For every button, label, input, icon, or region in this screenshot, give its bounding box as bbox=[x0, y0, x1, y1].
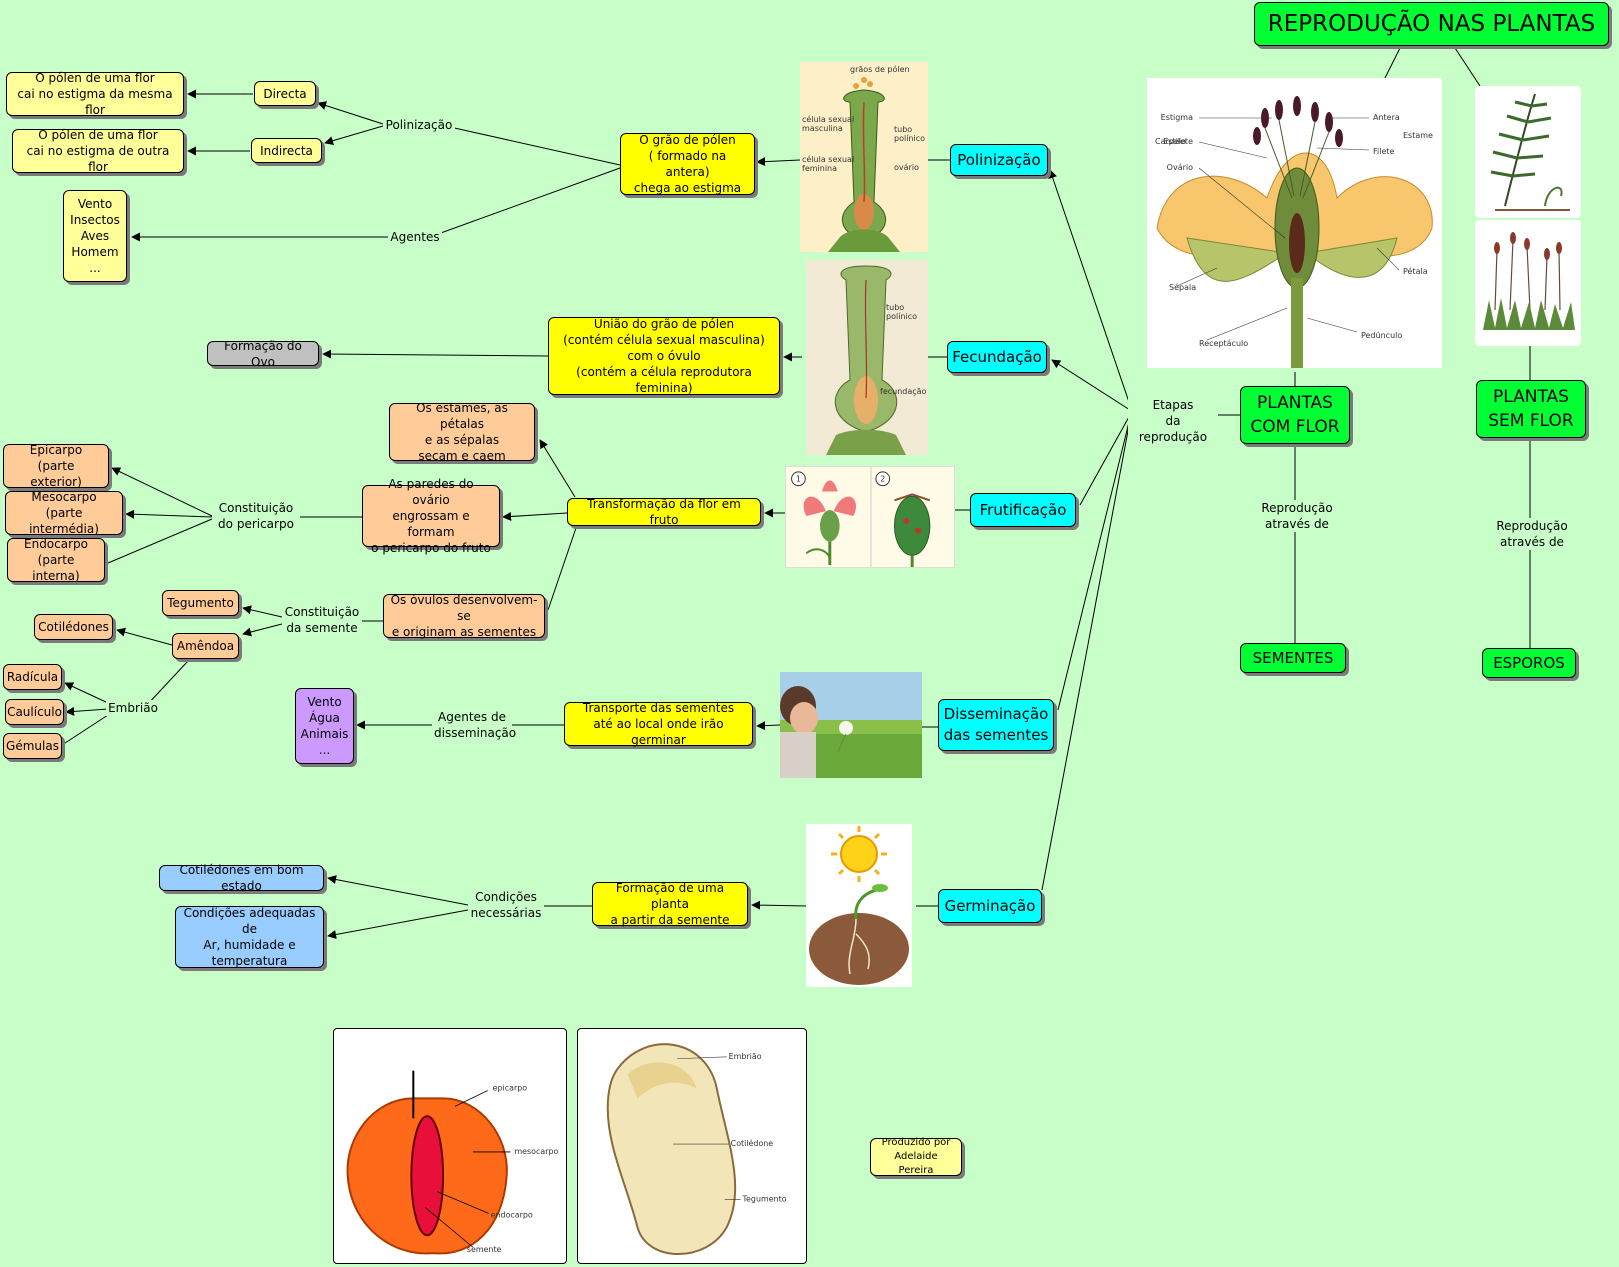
stage-frutificacao: Frutificação bbox=[970, 493, 1076, 527]
indirecta-node: Indirecta bbox=[251, 138, 322, 163]
stage-fecundacao: Fecundação bbox=[947, 341, 1047, 373]
embriao-label: Embrião bbox=[106, 700, 160, 716]
mesocarpo-node: Mesocarpo (parte intermédia) bbox=[5, 490, 123, 536]
flower-label-estigma: Estigma bbox=[1161, 113, 1193, 122]
reproducao-label-com-flor: Reprodução através de bbox=[1255, 500, 1339, 532]
flower-label-estilete: Estilete bbox=[1163, 137, 1193, 146]
caulículo-node: Caulículo bbox=[5, 699, 64, 725]
epicarpo-node: Epicarpo (parte exterior) bbox=[3, 443, 109, 489]
directa-desc: O pólen de uma flor cai no estigma da me… bbox=[6, 71, 184, 117]
cotiledones-node: Cotilédones bbox=[34, 614, 113, 640]
frut-number-one: 1 bbox=[796, 475, 801, 484]
fruit-section-image: epicarpo mesocarpo endocarpo semente bbox=[333, 1028, 567, 1264]
agentes-disseminacao-list: Vento Água Animais ... bbox=[295, 688, 354, 764]
frut-number-two: 2 bbox=[880, 475, 885, 484]
flower-label-sepala: Sépala bbox=[1169, 282, 1196, 292]
etapas-label: Etapas da reprodução bbox=[1128, 397, 1218, 445]
flower-label-filete: Filete bbox=[1373, 147, 1395, 156]
cotiledones-estado-node: Cotilédones em bom estado bbox=[159, 863, 324, 893]
gemulas-node: Gémulas bbox=[3, 733, 62, 759]
fern-image bbox=[1475, 86, 1581, 218]
ovulos-node: Os óvulos desenvolvem-se e originam as s… bbox=[383, 593, 545, 639]
seed-section-image: Embrião Cotilédone Tegumento bbox=[577, 1028, 807, 1264]
flower-label-petala: Pétala bbox=[1403, 266, 1428, 276]
secam-node: Os estames, as pétalas e as sépalas seca… bbox=[389, 401, 535, 463]
group-plantas-sem-flor: PLANTAS SEM FLOR bbox=[1476, 380, 1586, 438]
dandelion-child-photo bbox=[780, 672, 922, 778]
agentes-list: Vento Insectos Aves Homem ... bbox=[63, 190, 127, 282]
seed-label-tegumento: Tegumento bbox=[742, 1195, 787, 1204]
paredes-node: As paredes do ovário engrossam e formam … bbox=[362, 477, 500, 555]
flower-label-receptaculo: Receptáculo bbox=[1199, 339, 1248, 348]
amendoa-node: Amêndoa bbox=[172, 633, 239, 659]
semente-label: Constituição da semente bbox=[282, 604, 362, 636]
polinizacao-type-label: Polinização bbox=[383, 117, 455, 133]
fruit-label-endocarpo: endocarpo bbox=[491, 1210, 533, 1219]
condicoes-node: Condições adequadas de Ar, humidade e te… bbox=[175, 906, 324, 968]
fruit-label-mesocarpo: mesocarpo bbox=[514, 1147, 558, 1156]
sementes-node: SEMENTES bbox=[1240, 643, 1346, 673]
moss-image bbox=[1475, 220, 1581, 346]
pistil-label-graos: grãos de pólen bbox=[850, 64, 910, 74]
page-title: REPRODUÇÃO NAS PLANTAS bbox=[1254, 2, 1609, 46]
flower-label-ovario: Ovário bbox=[1167, 163, 1193, 172]
fecund-label-fecundacao: fecundação bbox=[880, 387, 927, 396]
indirecta-desc: O pólen de uma flor cai no estigma de ou… bbox=[12, 128, 184, 174]
stage-germinacao: Germinação bbox=[938, 889, 1042, 923]
agentes-label: Agentes bbox=[388, 229, 442, 245]
polinizacao-main: O grão de pólen ( formado na antera) che… bbox=[620, 133, 755, 195]
endocarpo-node: Endocarpo (parte interna) bbox=[7, 537, 105, 583]
formacao-ovo-node: Formação do Ovo bbox=[207, 339, 319, 369]
fruit-label-epicarpo: epicarpo bbox=[493, 1083, 528, 1092]
flower-label-carpelo: Carpelo bbox=[1155, 137, 1186, 146]
frutificacao-main: Transformação da flor em fruto bbox=[567, 497, 761, 527]
pericarpo-label: Constituição do pericarpo bbox=[212, 500, 300, 532]
germination-image bbox=[806, 824, 912, 987]
fruit-label-semente: semente bbox=[467, 1245, 502, 1254]
fecundacao-main: União do grão de pólen (contém célula se… bbox=[548, 317, 780, 395]
flower-diagram: Estigma Estilete Ovário Carpelo Antera F… bbox=[1147, 78, 1442, 368]
esporos-node: ESPOROS bbox=[1482, 648, 1576, 678]
group-plantas-com-flor: PLANTAS COM FLOR bbox=[1240, 386, 1350, 444]
germinacao-main: Formação de uma planta a partir da semen… bbox=[592, 881, 748, 927]
directa-node: Directa bbox=[254, 81, 316, 106]
credit-note: Produzido por Adelaide Pereira bbox=[870, 1137, 962, 1176]
flower-label-estame: Estame bbox=[1403, 131, 1433, 140]
flower-label-antera: Antera bbox=[1373, 113, 1400, 122]
seed-label-cotiledone: Cotilédone bbox=[731, 1138, 774, 1148]
tegumento-node: Tegumento bbox=[162, 590, 239, 616]
seed-label-embriao: Embrião bbox=[729, 1052, 762, 1061]
disseminacao-main: Transporte das sementes até ao local ond… bbox=[564, 701, 753, 747]
flower-label-pedunculo: Pedúnculo bbox=[1361, 331, 1402, 340]
condicoes-label: Condições necessárias bbox=[468, 889, 544, 921]
pistil-label-ovario: ovário bbox=[894, 163, 919, 172]
agentes-disseminacao-label: Agentes de disseminação bbox=[432, 709, 517, 741]
reproducao-label-sem-flor: Reprodução através de bbox=[1490, 518, 1574, 550]
stage-polinizacao: Polinização bbox=[950, 144, 1048, 176]
radicula-node: Radícula bbox=[3, 664, 62, 690]
stage-disseminacao: Disseminação das sementes bbox=[938, 699, 1054, 751]
fructification-image: 1 2 bbox=[785, 466, 955, 568]
